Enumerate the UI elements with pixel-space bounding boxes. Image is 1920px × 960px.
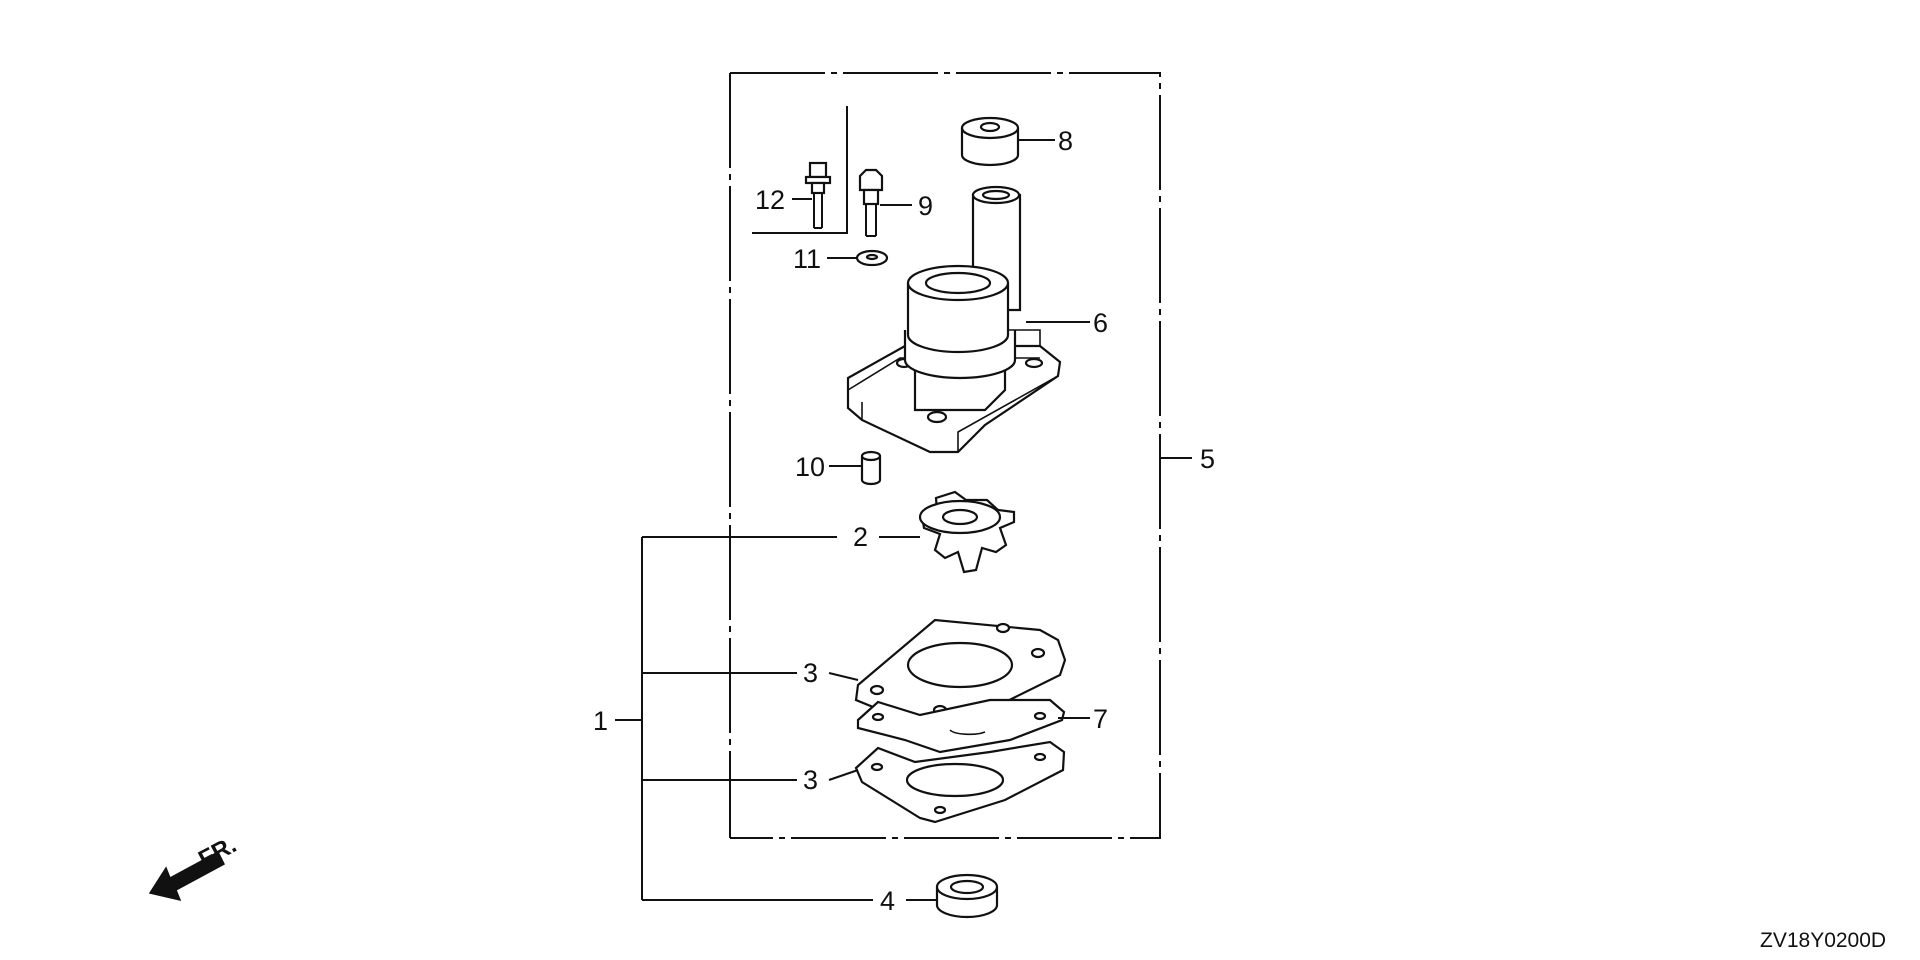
bolt-12-bracket <box>752 106 848 234</box>
callout-4: 4 <box>880 886 895 916</box>
callout-12: 12 <box>755 185 785 215</box>
callout-2: 2 <box>853 522 868 552</box>
callout-1: 1 <box>593 706 608 736</box>
oil-seal-part-4 <box>935 873 999 919</box>
assembly-5-outline <box>729 72 1161 839</box>
pump-housing-part-6 <box>846 185 1062 454</box>
grommet-part-8 <box>960 116 1020 167</box>
callout-8: 8 <box>1058 126 1073 156</box>
bolt-part-12 <box>804 161 832 229</box>
callout-6: 6 <box>1093 308 1108 338</box>
callout-10: 10 <box>795 452 825 482</box>
callout-7: 7 <box>1093 704 1108 734</box>
callout-3-lower: 3 <box>803 765 818 795</box>
bolt-part-9 <box>858 168 884 237</box>
callout-9: 9 <box>918 191 933 221</box>
washer-part-11 <box>855 249 889 267</box>
gasket-part-3-lower <box>854 740 1066 824</box>
plate-part-7 <box>856 698 1066 754</box>
front-direction-arrow: FR. <box>148 831 241 902</box>
callout-labels: 1 2 3 3 4 5 6 7 8 9 10 11 12 <box>593 126 1215 916</box>
callout-11: 11 <box>793 244 821 274</box>
dowel-pin-part-10 <box>860 450 882 486</box>
impeller-part-2 <box>918 490 1016 574</box>
drawing-code: ZV18Y0200D <box>1760 929 1886 952</box>
callout-5: 5 <box>1200 444 1215 474</box>
callout-3-upper: 3 <box>803 658 818 688</box>
leader-lines <box>615 139 1192 901</box>
